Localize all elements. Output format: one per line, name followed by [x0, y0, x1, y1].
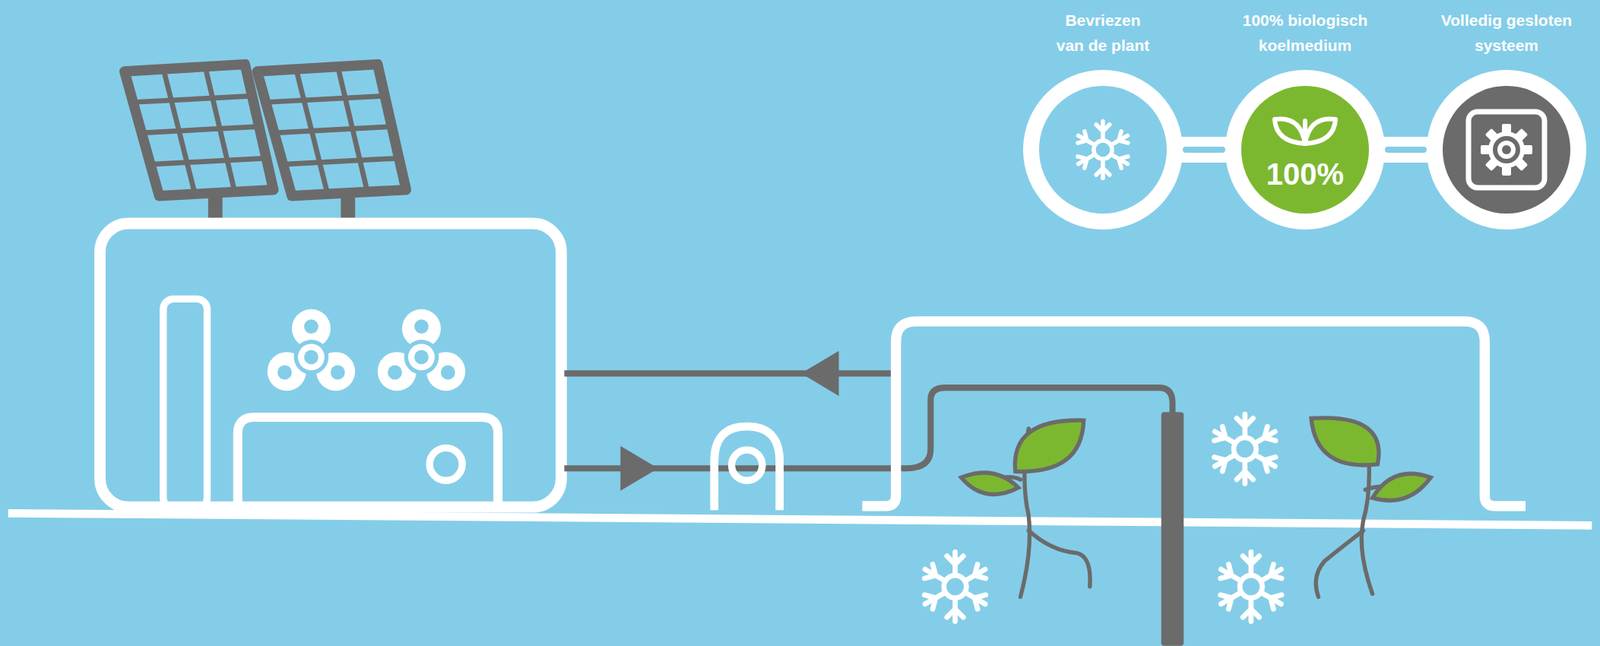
- pump: [714, 426, 780, 511]
- feature-heading: Bevriezen van de plant: [1052, 7, 1154, 58]
- circle-fill: [1241, 85, 1369, 214]
- ground-line: [8, 513, 1593, 526]
- probe-rod: [1161, 411, 1185, 646]
- fan-symbol: [267, 309, 466, 391]
- snowflake: [1210, 414, 1280, 484]
- snowflake: [1216, 551, 1286, 621]
- leaf: [1311, 418, 1379, 466]
- bridge-slot: [1185, 146, 1223, 153]
- machine-housing: [100, 223, 562, 507]
- gear-icon: [1468, 111, 1545, 188]
- compressor-port: [429, 447, 463, 481]
- feature-heading: 100% biologisch koelmedium: [1238, 7, 1372, 58]
- percentage-label: 100%: [1213, 157, 1397, 191]
- greenhouse: [861, 321, 1526, 507]
- circle-fill: [1039, 85, 1167, 214]
- bridge-slot: [1387, 146, 1424, 153]
- tank: [163, 298, 208, 508]
- flow-arrow: [620, 446, 659, 492]
- compressor-box: [237, 417, 498, 507]
- sprout-icon: [1274, 118, 1336, 144]
- circle-ring: [1225, 69, 1385, 230]
- feature-circle: 100% biologisch koelmedium 100%: [1213, 0, 1397, 233]
- circle-badge: [1426, 69, 1587, 230]
- feature-heading: Volledig gesloten systeem: [1434, 7, 1579, 58]
- circle-ring: [1023, 69, 1183, 230]
- circle-badge: [1225, 69, 1385, 230]
- leaf: [1014, 420, 1084, 472]
- circle-fill: [1442, 85, 1571, 214]
- pump-rotor: [731, 449, 763, 481]
- feature-circle: Volledig gesloten systeem: [1415, 0, 1598, 233]
- circle-ring: [1426, 69, 1587, 230]
- leaf: [1372, 473, 1432, 501]
- feature-circle: Bevriezen van de plant: [1011, 0, 1195, 233]
- snowflake: [921, 551, 990, 621]
- flow-arrow: [801, 351, 840, 397]
- flake-icon: [1074, 121, 1132, 179]
- circle-badge: [1023, 69, 1183, 230]
- solar-panel: [124, 64, 407, 219]
- leaf: [961, 472, 1019, 495]
